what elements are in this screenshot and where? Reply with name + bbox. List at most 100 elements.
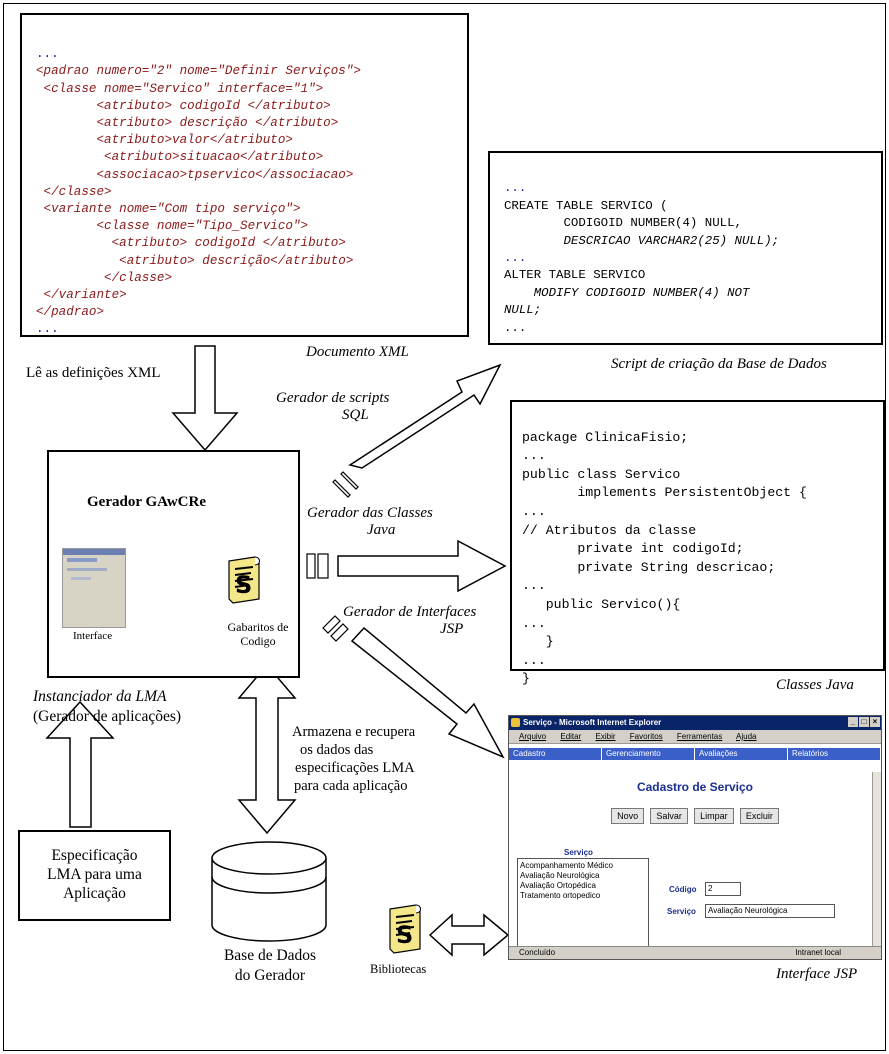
java-classes-box: package ClinicaFisio; ... public class S… — [510, 400, 885, 686]
svg-text:S: S — [396, 921, 413, 949]
generator-box: Gerador GAwCRe Interface S Gabaritos de … — [47, 450, 300, 678]
jsp-generator-arrow — [322, 615, 505, 759]
service-listbox[interactable]: Acompanhamento Médico Avaliação Neurológ… — [517, 858, 649, 948]
window-title: Serviço - Microsoft Internet Explorer — [523, 718, 662, 727]
xml-line: <atributo> descrição</atributo> — [36, 253, 354, 268]
spec-up-arrow — [45, 700, 115, 828]
java-generator-label: Gerador das Classes Java — [307, 505, 507, 539]
xml-document-box: ... <padrao numero="2" nome="Definir Ser… — [20, 13, 469, 337]
java-generator-arrow — [306, 539, 507, 593]
form-buttons: Novo Salvar Limpar Excluir — [509, 808, 881, 824]
xml-line: <atributo> codigoId </atributo> — [36, 98, 331, 113]
java-line: ... — [522, 578, 546, 594]
java-caption: Classes Java — [776, 677, 854, 693]
sql-line: CODIGOID NUMBER(4) NULL, — [504, 216, 742, 231]
menu-item[interactable]: Ferramentas — [676, 732, 723, 741]
servico-input[interactable]: Avaliação Neurológica — [705, 904, 835, 918]
sql-generator-label-line: Gerador de scripts — [276, 390, 390, 406]
jsp-generator-label-line: Gerador de Interfaces — [343, 604, 477, 620]
xml-line: <atributo>valor</atributo> — [36, 133, 293, 148]
list-item[interactable]: Avaliação Neurológica — [520, 871, 600, 880]
sql-caption: Script de criação da Base de Dados — [611, 356, 827, 372]
sql-line: NULL; — [504, 303, 542, 318]
sql-line: ... — [504, 251, 527, 266]
jsp-generator-label-line: JSP — [440, 621, 464, 637]
nav-item[interactable]: Relatórios — [788, 748, 881, 760]
menu-item[interactable]: Arquivo — [519, 732, 547, 741]
servico-label: Serviço — [667, 907, 696, 916]
java-line: ... — [522, 615, 546, 631]
menu-bar: Arquivo Editar Exibir Favoritos Ferramen… — [509, 730, 881, 744]
database-label-line: Base de Dados — [223, 947, 317, 964]
store-double-arrow — [237, 663, 297, 835]
menu-item[interactable]: Exibir — [595, 732, 616, 741]
vertical-scrollbar[interactable] — [872, 772, 881, 948]
java-generator-label-line: Java — [367, 522, 396, 538]
menu-item[interactable]: Editar — [560, 732, 582, 741]
list-item[interactable]: Tratamento ortopedico — [520, 891, 601, 900]
codigo-input[interactable]: 2 — [705, 882, 741, 896]
jsp-generator-label: Gerador de Interfaces JSP — [343, 604, 543, 638]
nav-item[interactable]: Gerenciamento — [602, 748, 695, 760]
minimize-icon[interactable]: _ — [848, 717, 858, 727]
sql-script-code: ... CREATE TABLE SERVICO ( CODIGOID NUMB… — [504, 163, 881, 337]
java-line: ... — [522, 448, 546, 464]
thumbnail-line — [67, 568, 107, 571]
interface-thumbnail — [62, 548, 126, 628]
java-line: public Servico(){ — [522, 596, 681, 612]
store-label-line: para cada aplicação — [294, 778, 408, 794]
spec-line: LMA para uma — [47, 866, 142, 883]
page-title: Cadastro de Serviço — [636, 780, 754, 794]
spec-line: Aplicação — [63, 885, 126, 902]
list-item[interactable]: Avaliação Ortopédica — [520, 881, 596, 890]
xml-line: <classe nome="Servico" interface="1"> — [36, 81, 324, 96]
nav-item[interactable]: Avaliações — [695, 748, 788, 760]
window-titlebar: Serviço - Microsoft Internet Explorer _ … — [509, 716, 881, 730]
list-item[interactable]: Acompanhamento Médico — [520, 861, 613, 870]
maximize-icon[interactable]: □ — [859, 717, 869, 727]
sql-line: CREATE TABLE SERVICO ( — [504, 198, 668, 213]
sql-generator-arrow — [332, 363, 502, 498]
codigo-label: Código — [669, 885, 697, 894]
app-nav-bar: Cadastro Gerenciamento Avaliações Relató… — [509, 748, 881, 760]
xml-line: </variante> — [36, 288, 127, 303]
xml-line: <classe nome="Tipo_Servico"> — [36, 219, 309, 234]
sql-line: MODIFY CODIGOID NUMBER(4) NOT — [504, 285, 750, 300]
sql-generator-label: Gerador de scripts SQL — [276, 390, 446, 424]
ie-icon — [511, 718, 520, 727]
nav-item[interactable]: Cadastro — [509, 748, 602, 760]
sql-line: DESCRICAO VARCHAR2(25) NULL); — [504, 233, 780, 248]
menu-item[interactable]: Favoritos — [629, 732, 663, 741]
store-label: Armazena e recupera os dados das especif… — [292, 723, 467, 795]
menu-item[interactable]: Ajuda — [736, 732, 757, 741]
status-left: Concluído — [519, 948, 556, 957]
service-list-header: Serviço — [564, 848, 593, 857]
store-label-line: Armazena e recupera — [292, 724, 416, 740]
sql-line: ... — [504, 320, 527, 335]
java-line: ... — [522, 503, 546, 519]
window-controls: _ □ × — [848, 717, 880, 727]
clear-button[interactable]: Limpar — [694, 808, 734, 824]
thumbnail-line — [71, 577, 91, 580]
store-label-line: especificações LMA — [295, 760, 415, 776]
libraries-scroll-icon: S — [389, 904, 421, 954]
generator-caption-line2: (Gerador de aplicações) — [33, 708, 182, 725]
spec-box: Especificação LMA para uma Aplicação — [18, 830, 171, 921]
database-cylinder — [211, 841, 327, 942]
new-button[interactable]: Novo — [611, 808, 645, 824]
xml-document-code: ... <padrao numero="2" nome="Definir Ser… — [36, 29, 467, 339]
save-button[interactable]: Salvar — [650, 808, 688, 824]
delete-button[interactable]: Excluir — [739, 808, 779, 824]
xml-line: <associacao>tpservico</associacao> — [36, 167, 354, 182]
sql-script-box: ... CREATE TABLE SERVICO ( CODIGOID NUMB… — [488, 151, 883, 345]
status-bar: Concluído Intranet local — [509, 946, 881, 959]
libraries-double-arrow — [428, 913, 510, 957]
xml-line: <atributo>situacao</atributo> — [36, 150, 324, 165]
generator-caption-line1: Instanciador da LMA — [33, 688, 167, 705]
generator-title: Gerador GAwCRe — [87, 494, 207, 510]
spec-line: Especificação — [51, 847, 138, 864]
java-line: } — [522, 671, 530, 687]
thumbnail-line — [67, 558, 97, 562]
close-icon[interactable]: × — [870, 717, 880, 727]
